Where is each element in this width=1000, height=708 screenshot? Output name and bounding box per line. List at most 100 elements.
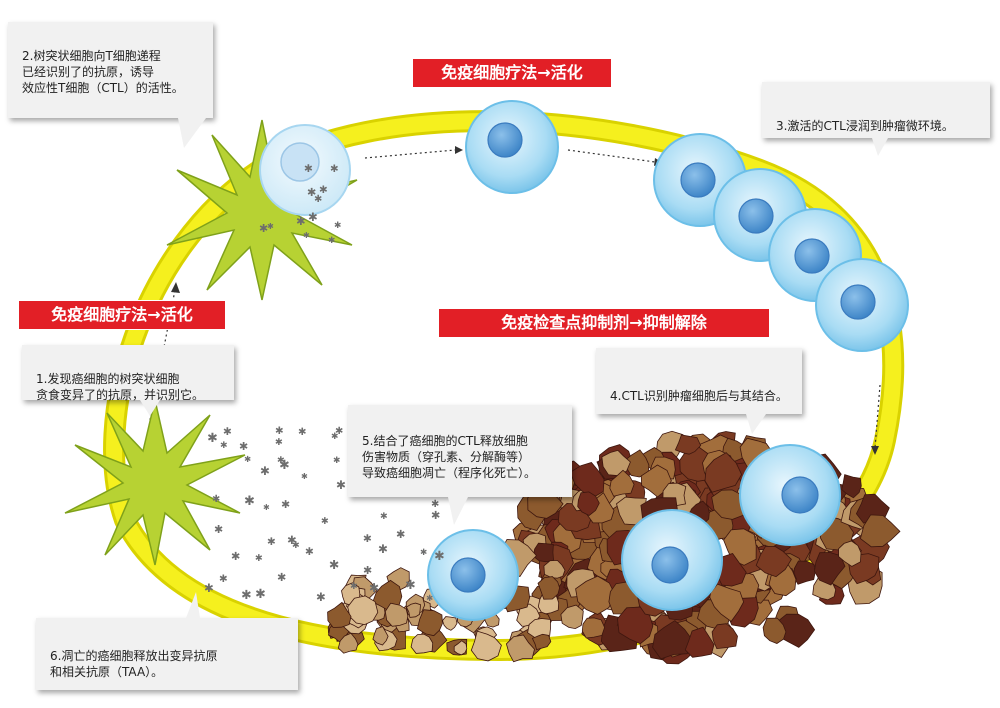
tumor-cell — [416, 609, 443, 637]
antigen-particle: ✱ — [335, 426, 343, 437]
antigen-particle: ✱ — [281, 498, 290, 511]
callout-step-3: 3.激活的CTL浸润到肿瘤微环境。 — [762, 82, 990, 156]
tumor-cell — [708, 583, 745, 622]
banner-immune-cell-therapy-left: 免疫细胞疗法→活化 — [18, 300, 226, 330]
tumor-cell — [569, 462, 605, 499]
step-1-text: 1.发现癌细胞的树突状细胞 贪食变异了的抗原，并识别它。 — [36, 372, 205, 402]
t-cell-icon — [815, 258, 909, 352]
t-cell-icon — [739, 444, 841, 546]
antigen-particle: ✱ — [431, 499, 439, 510]
tumor-cell — [711, 623, 738, 650]
antigen-particle: ✱ — [204, 581, 214, 595]
tumor-cell — [405, 602, 421, 618]
tumor-cell — [841, 474, 862, 499]
antigen-particle: ✱ — [396, 528, 405, 541]
arrow-top-right — [567, 149, 656, 163]
antigen-particle: ✱ — [378, 542, 388, 556]
antigen-particle: ✱ — [369, 581, 379, 595]
dendritic-cell-icon — [64, 399, 246, 566]
antigen-particle: ✱ — [330, 163, 339, 175]
antigen-particle: ✱ — [244, 455, 251, 465]
antigen-particle: ✱ — [431, 509, 440, 522]
arrow-right — [874, 384, 881, 449]
tumor-cell — [679, 446, 712, 482]
antigen-particle: ✱ — [207, 431, 218, 446]
arrow-top-left — [364, 149, 456, 159]
callout-tail — [448, 497, 468, 525]
t-cell-icon — [621, 509, 723, 611]
antigen-particle: ✱ — [308, 210, 318, 224]
callout-step-6: 6.凋亡的癌细胞释放出变异抗原 和相关抗原（TAA）。 — [36, 592, 298, 690]
tumor-cell — [859, 514, 901, 548]
antigen-particle: ✱ — [275, 425, 284, 437]
tumor-cell — [674, 434, 702, 455]
tumor-cell — [470, 630, 502, 662]
antigen-particle: ✱ — [231, 550, 240, 563]
tumor-cell — [652, 620, 694, 660]
tumor-cell — [453, 640, 468, 656]
antigen-particle: ✱ — [214, 523, 223, 536]
antigen-particle: ✱ — [321, 516, 329, 527]
antigen-particle: ✱ — [267, 536, 276, 548]
tumor-cell — [640, 464, 672, 498]
antigen-particle: ✱ — [304, 162, 313, 175]
antigen-particle: ✱ — [244, 494, 255, 509]
antigen-particle: ✱ — [275, 437, 283, 448]
tumor-cell — [442, 616, 458, 631]
step-3-text: 3.激活的CTL浸润到肿瘤微环境。 — [776, 119, 954, 133]
antigen-particle: ✱ — [336, 478, 346, 492]
t-cell-icon — [465, 100, 559, 194]
tumor-cell — [577, 491, 600, 516]
antigen-particle: ✱ — [239, 440, 248, 453]
antigen-particle: ✱ — [255, 587, 266, 602]
antigen-particle: ✱ — [350, 581, 358, 592]
callout-tail — [872, 138, 888, 156]
tumor-cell — [609, 469, 635, 497]
antigen-particle: ✱ — [303, 230, 310, 240]
antigen-particle: ✱ — [223, 425, 232, 438]
banner-immune-cell-therapy-top: 免疫细胞疗法→活化 — [412, 58, 612, 88]
antigen-particle: ✱ — [220, 441, 228, 451]
antigen-particle: ✱ — [316, 590, 326, 604]
tumor-cell — [410, 633, 434, 654]
callout-step-4: 4.CTL识别肿瘤细胞后与其结合。 — [596, 348, 802, 434]
t-cell-icon — [427, 529, 519, 621]
antigen-particle: ✱ — [420, 548, 427, 558]
tumor-cell — [792, 560, 816, 585]
tumor-cell — [537, 576, 561, 600]
antigen-particle: ✱ — [296, 214, 306, 228]
antigen-particle: ✱ — [333, 456, 340, 466]
antigen-particle: ✱ — [307, 186, 316, 199]
step-2-text: 2.树突状细胞向T细胞递程 已经识别了的抗原，诱导 效应性T细胞（CTL）的活性… — [22, 49, 184, 95]
antigen-particle: ✱ — [277, 455, 285, 466]
antigen-particle: ✱ — [328, 236, 335, 246]
tumor-cell — [372, 626, 389, 646]
antigen-particle: ✱ — [255, 553, 263, 564]
callout-tail — [186, 592, 200, 618]
callout-step-5: 5.结合了癌细胞的CTL释放细胞 伤害物质（穿孔素、分解酶等） 导致癌细胞凋亡（… — [348, 405, 572, 525]
antigen-particle: ✱ — [331, 432, 338, 442]
antigen-particle: ✱ — [279, 457, 290, 472]
antigen-particle: ✱ — [259, 222, 268, 235]
antigen-particle: ✱ — [260, 464, 270, 478]
callout-tail — [140, 400, 160, 416]
tumor-cell — [327, 601, 352, 628]
tumor-cell — [505, 634, 535, 663]
tumor-cell — [347, 595, 379, 626]
antigen-particle: ✱ — [380, 512, 388, 522]
tumor-cell — [581, 617, 606, 639]
antigen-particle: ✱ — [314, 194, 322, 205]
antigen-particle: ✱ — [267, 221, 274, 231]
tumor-cell — [762, 617, 787, 644]
callout-tail — [178, 118, 206, 148]
antigen-particle: ✱ — [434, 548, 445, 563]
antigen-particle: ✱ — [301, 471, 308, 481]
tumor-cell — [838, 540, 862, 567]
antigen-particle: ✱ — [329, 557, 339, 572]
tumor-cell — [384, 602, 409, 627]
step-4-text: 4.CTL识别肿瘤细胞后与其结合。 — [610, 389, 788, 403]
tumor-cell — [560, 604, 584, 630]
antigen-particle: ✱ — [212, 494, 220, 505]
t-cell-icon — [259, 124, 351, 216]
